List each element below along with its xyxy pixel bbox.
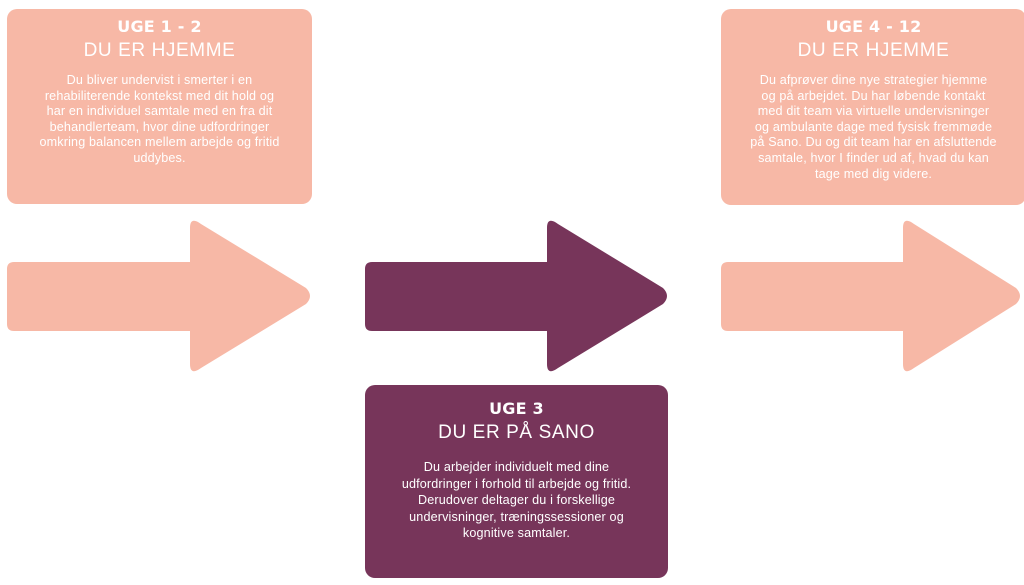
description-line: på Sano. Du og dit team har en afslutten… [750,135,997,150]
description-line: har en individuel samtale med en fra dit [46,104,273,119]
step-heading: DU ER HJEMME [83,40,236,61]
step-week-label: UGE 3 [489,399,544,418]
step-heading: DU ER PÅ SANO [438,422,595,443]
description-line: uddybes. [133,150,186,165]
description-line: med dit team via virtuelle undervisninge… [757,104,990,119]
step-week-label: UGE 1 - 2 [117,17,202,36]
description-line: Derudover deltager du i forskellige [417,493,616,507]
step-description: Du bliver undervist i smerter i en rehab… [19,73,300,167]
step-heading: DU ER HJEMME [797,40,950,61]
description-line: undervisninger, træningssessioner og [409,509,624,524]
step-description: Du arbejder individuelt med dine udfordr… [377,459,656,542]
description-line: og ambulante dage med fysisk fremmøde [754,119,993,134]
description-line: kognitive samtaler. [462,526,571,540]
description-line: Du arbejder individuelt med dine [423,460,610,474]
arrow-right-2 [365,220,667,372]
description-line: rehabiliterende kontekst med dit hold og [44,88,275,103]
description-line: omkring balancen mellem arbejde og friti… [39,135,280,150]
description-line: tage med dig videre. [814,166,933,181]
step-week-label: UGE 4 - 12 [825,17,922,36]
description-line: Du bliver undervist i smerter i en [66,73,253,87]
description-line: samtale, hvor I finder ud af, hvad du ka… [758,150,989,165]
description-line: og på arbejdet. Du har løbende kontakt [761,88,986,103]
step-description: Du afprøver dine nye strategier hjemme o… [733,73,1014,182]
arrow-right-1 [7,220,310,372]
arrow-right-3 [721,220,1020,372]
description-line: Du afprøver dine nye strategier hjemme [759,73,988,87]
step-card-week-4-12: UGE 4 - 12 DU ER HJEMME Du afprøver dine… [721,9,1024,205]
step-card-week-3: UGE 3 DU ER PÅ SANO Du arbejder individu… [365,385,668,578]
description-line: udfordringer i forhold til arbejde og fr… [401,476,632,491]
step-card-week-1-2: UGE 1 - 2 DU ER HJEMME Du bliver undervi… [7,9,312,204]
description-line: behandlerteam, hvor dine udfordringer [49,119,270,134]
